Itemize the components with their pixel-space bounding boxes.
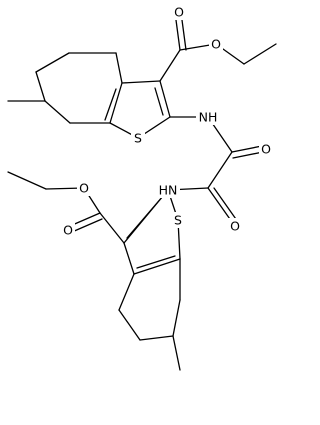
- bond: [207, 187, 233, 223]
- bond: [136, 255, 176, 269]
- bond: [99, 212, 125, 244]
- bond: [35, 71, 46, 102]
- atom-o-top-carbonyl: O: [172, 4, 186, 20]
- bond: [104, 88, 117, 121]
- bond: [175, 19, 181, 51]
- bond: [126, 195, 164, 239]
- atom-o-oxalyl-bottom: O: [228, 218, 242, 234]
- atom-label: O: [211, 37, 221, 52]
- atom-o-oxalyl-top: O: [259, 141, 273, 157]
- atom-nh-top: NH: [196, 109, 220, 125]
- bond: [118, 273, 135, 311]
- atom-label: S: [174, 213, 182, 228]
- bond: [123, 242, 135, 275]
- atom-s-top: S: [131, 130, 145, 146]
- bond: [133, 258, 181, 275]
- bond: [7, 171, 47, 190]
- bond: [115, 52, 123, 84]
- bond: [232, 151, 264, 159]
- atom-hn-bottom: HN: [156, 182, 180, 198]
- atom-label: O: [230, 219, 240, 234]
- bond: [44, 100, 71, 124]
- bond: [207, 151, 233, 189]
- atom-label: O: [261, 142, 271, 157]
- atom-label: O: [79, 181, 89, 196]
- bond: [121, 80, 161, 84]
- bond: [154, 87, 164, 116]
- atom-label: HN: [159, 183, 178, 198]
- top-ring-system: [7, 19, 277, 139]
- atom-label: S: [134, 131, 142, 146]
- atom-o-top-ether: O: [209, 36, 223, 52]
- bond: [172, 335, 181, 371]
- atom-o-bottom-carbonyl: O: [61, 222, 75, 238]
- bond: [35, 52, 70, 73]
- bond: [243, 43, 277, 65]
- molecule-diagram: O O S NH O HN O O: [7, 4, 277, 371]
- bond: [172, 299, 181, 337]
- bottom-ring-system: [7, 171, 181, 371]
- atom-label: O: [63, 223, 73, 238]
- bond: [71, 218, 103, 233]
- bond: [159, 80, 171, 118]
- oxalyl-bridge: [167, 116, 264, 223]
- bond: [118, 309, 141, 341]
- atom-s-bottom: S: [171, 212, 185, 228]
- bond: [159, 49, 181, 82]
- bond: [109, 82, 123, 124]
- bond: [181, 19, 187, 51]
- bond: [231, 145, 263, 153]
- atom-labels: O O S NH O HN O O: [61, 4, 273, 238]
- bond: [213, 187, 239, 223]
- atom-o-bottom-ether: O: [77, 180, 91, 196]
- atom-label: NH: [199, 110, 218, 125]
- atom-label: O: [174, 5, 184, 20]
- bond: [139, 335, 174, 341]
